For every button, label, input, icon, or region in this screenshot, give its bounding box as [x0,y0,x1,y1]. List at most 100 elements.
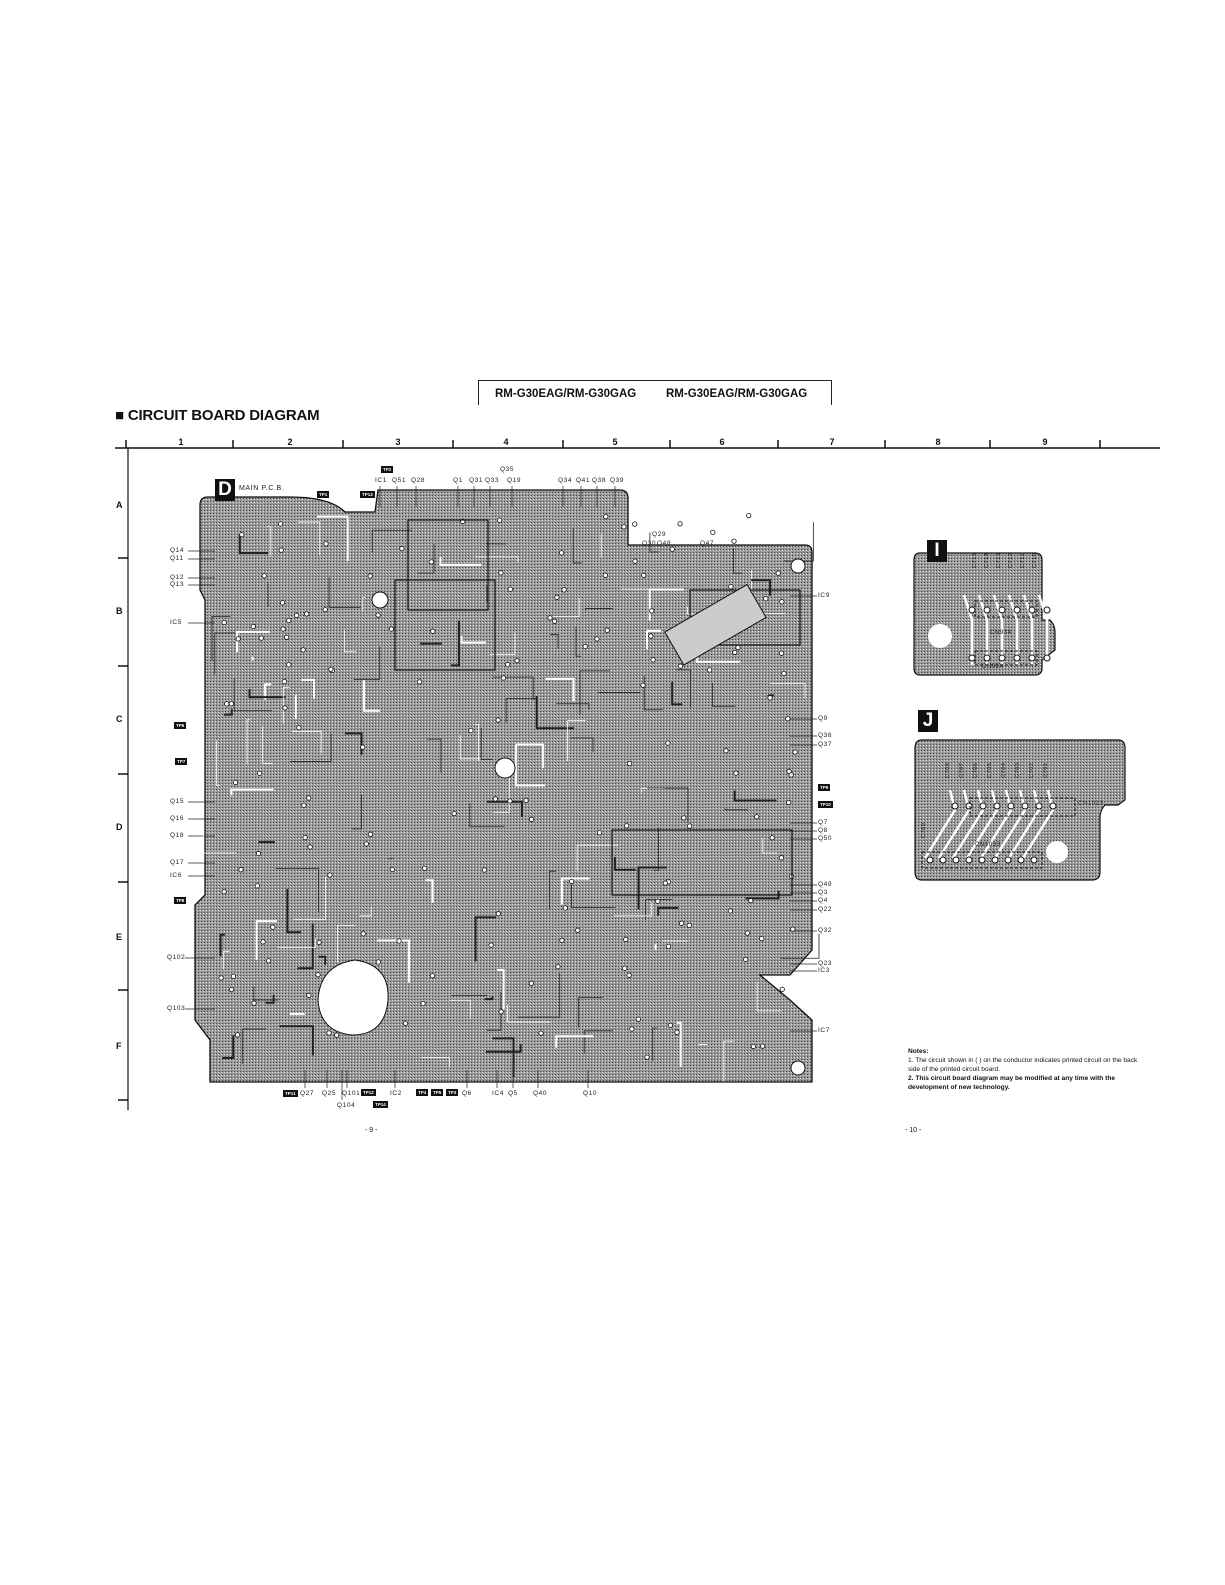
board-i-cap-c712: C712 [1008,552,1014,568]
trace [923,789,957,859]
solder-pad [228,701,234,707]
pcb-trace [613,857,636,871]
pcb-trace [344,629,357,653]
grid-ticks [118,440,1101,1101]
row-letter-D: D [116,822,123,832]
board-i-cap-c714: C714 [984,552,990,568]
label-q12: Q12 [170,574,185,581]
solder-pad [495,911,501,917]
pcb-trace [426,738,442,773]
pcb-trace [505,697,538,723]
label-q22: Q22 [818,906,833,913]
pcb-trace [646,629,662,650]
pcb-trace [460,635,487,644]
solder-pad [779,986,785,992]
solder-pad [300,647,306,653]
label-q32: Q32 [818,927,833,934]
solder-pad [224,701,230,707]
label-ic7: IC7 [818,1027,830,1034]
label-q13: Q13 [170,581,185,588]
label-q47: Q47 [700,540,715,547]
board-j-letter: J [918,710,938,732]
main-pcb-letter: D [215,479,235,501]
pcb-trace [474,723,479,761]
label-q31: Q31 [469,477,484,484]
pcb-trace [571,884,616,908]
pcb-trace [279,1025,314,1056]
label-q29: Q29 [652,531,667,538]
solder-pad [306,795,312,801]
label-ic9: IC9 [818,592,830,599]
pcb-trace [507,1004,551,1023]
pad [965,802,973,810]
pcb-trace [253,986,279,1001]
pcb-trace [267,526,272,557]
solder-pad [632,521,638,527]
label-q34: Q34 [558,477,573,484]
solder-pad [239,532,245,538]
component-outline [611,829,793,896]
pcb-trace [474,916,496,962]
solder-pad [669,546,675,552]
trace [1007,594,1019,665]
solder-pad [594,636,600,642]
pcb-trace [575,626,581,657]
connector-cn1033 [921,851,1043,869]
pcb-trace [671,681,683,706]
pcb-trace [362,597,365,612]
trace [1021,789,1055,859]
pcb-trace [469,803,505,827]
label-tp8: TP8 [174,897,187,904]
label-tp3: TP3 [446,1089,459,1096]
label-ic6: IC6 [170,872,182,879]
label-q7: Q7 [818,819,828,826]
connector-cn1023 [969,797,1076,817]
board-j-traces [921,789,1076,869]
note-2: 2. This circuit board diagram may be mod… [908,1075,1116,1091]
solder-pad [648,633,654,639]
solder-pad [733,770,739,776]
pad [951,802,959,810]
pcb-trace [712,683,736,707]
label-q15: Q15 [170,798,185,805]
pad [968,606,976,614]
solder-pad [677,521,683,527]
pcb-trace [238,535,269,554]
row-letter-F: F [116,1041,122,1051]
label-tp7: TP7 [175,758,188,765]
pcb-trace [560,877,590,905]
board-j-cap-c704: C704 [1001,762,1007,778]
solder-pad [360,931,366,937]
pcb-trace [255,920,277,960]
pcb-trace [733,548,743,574]
label-ic2: IC2 [390,1090,402,1097]
solder-pad [744,930,750,936]
pcb-trace [363,680,381,712]
solder-pad [375,612,381,618]
board-i-cap-c715: C715 [972,552,978,568]
tp2-label: TP2 [381,466,394,473]
solder-pad [428,559,434,565]
solder-pad [422,865,428,871]
pad [1004,856,1012,864]
pad [1013,654,1021,662]
mount-hole [494,757,516,779]
solder-pad [523,797,529,804]
pcb-trace [286,888,302,934]
solder-pad [261,573,267,579]
pcb-trace [230,788,274,796]
label-q49: Q49 [818,881,833,888]
solder-pad [629,1026,635,1032]
solder-pad [254,883,260,889]
board-j-cap-c702: C702 [1029,762,1035,778]
solder-pad [228,986,235,993]
pad [1049,802,1057,810]
pcb-trace [649,532,660,553]
board-j-connector-cn1033: CN1033 [975,842,1001,848]
label-q16: Q16 [170,815,185,822]
label-tp14: TP14 [373,1101,388,1108]
solder-pad [582,643,588,650]
pcb-trace [675,669,691,708]
pcb-trace [480,728,493,761]
solder-pad [218,975,224,981]
